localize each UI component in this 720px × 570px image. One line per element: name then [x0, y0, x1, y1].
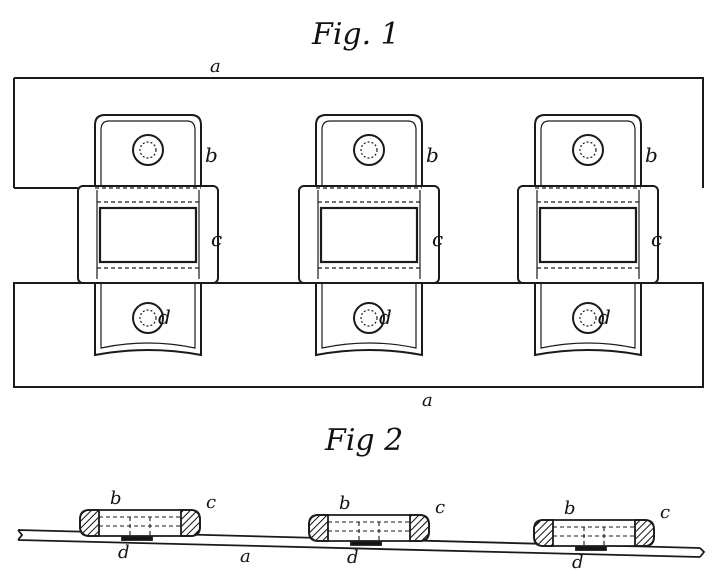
rivet-head	[572, 134, 604, 166]
clip-section-left	[533, 519, 554, 547]
fig2-label-belt: a	[240, 546, 251, 567]
hidden-lines	[535, 187, 641, 284]
rivet-hole	[579, 141, 597, 159]
link-plate	[94, 114, 202, 357]
clip-section-left	[79, 509, 100, 537]
rivet-head	[353, 134, 385, 166]
fig1-label-rivet: d	[379, 305, 392, 329]
fig1-label-clip: c	[211, 227, 222, 251]
fig2-label-clip: c	[660, 502, 670, 523]
link-plate-inner-edge	[100, 120, 196, 349]
fig1-belt	[13, 77, 704, 388]
hidden-lines	[95, 187, 201, 284]
rivet-clinch	[350, 541, 382, 546]
link-plate	[315, 114, 423, 357]
rivet-head	[132, 302, 164, 334]
fig1-label-belt-top: a	[210, 56, 221, 77]
fig1-label-clip: c	[432, 227, 443, 251]
fig2-label-rivet: d	[572, 552, 584, 570]
link-plate	[534, 114, 642, 357]
clip-section-left	[308, 514, 329, 542]
fig2-label-plate: b	[339, 493, 351, 514]
clip-edge	[317, 190, 421, 279]
fig2-label-rivet: d	[347, 547, 359, 568]
fig1-link	[298, 114, 440, 357]
clip-edge	[536, 190, 640, 279]
hidden-lines	[316, 187, 422, 284]
rivet-hole	[579, 309, 597, 327]
rivet-head	[132, 134, 164, 166]
fig1-link	[517, 114, 659, 357]
rivet-hole	[139, 141, 157, 159]
fig1-label-plate: b	[426, 143, 439, 167]
clip-window	[98, 206, 198, 264]
fig2-label-plate: b	[564, 498, 576, 519]
fig2-link	[79, 509, 201, 541]
rivet-hole	[360, 309, 378, 327]
fig1-label-plate: b	[645, 143, 658, 167]
rivet-clinch	[575, 546, 607, 551]
fig2-title: Fig 2	[324, 423, 403, 458]
rivet-head	[353, 302, 385, 334]
clip-edge	[96, 190, 200, 279]
rivet-hole	[360, 141, 378, 159]
fig2-label-clip: c	[206, 492, 216, 513]
clip-window	[538, 206, 638, 264]
fig2-label-rivet: d	[118, 542, 130, 563]
clip-section-right	[409, 514, 430, 542]
fig2-link	[308, 514, 430, 546]
fig1-label-clip: c	[651, 227, 662, 251]
fig2-label-plate: b	[110, 488, 122, 509]
fig1-label-belt-bottom: a	[422, 390, 433, 411]
fig1-link	[77, 114, 219, 357]
rivet-hole	[139, 309, 157, 327]
fig1-title: Fig. 1	[311, 17, 400, 52]
fig1-label-rivet: d	[158, 305, 171, 329]
clip-section-right	[634, 519, 655, 547]
link-plate-inner-edge	[540, 120, 636, 349]
fig2-link	[533, 519, 655, 551]
clip-window	[319, 206, 419, 264]
fig1-label-rivet: d	[598, 305, 611, 329]
clip-section-right	[180, 509, 201, 537]
rivet-clinch	[121, 536, 153, 541]
link-plate-inner-edge	[321, 120, 417, 349]
fig2-label-clip: c	[435, 497, 445, 518]
rivet-head	[572, 302, 604, 334]
fig1-label-plate: b	[205, 143, 218, 167]
